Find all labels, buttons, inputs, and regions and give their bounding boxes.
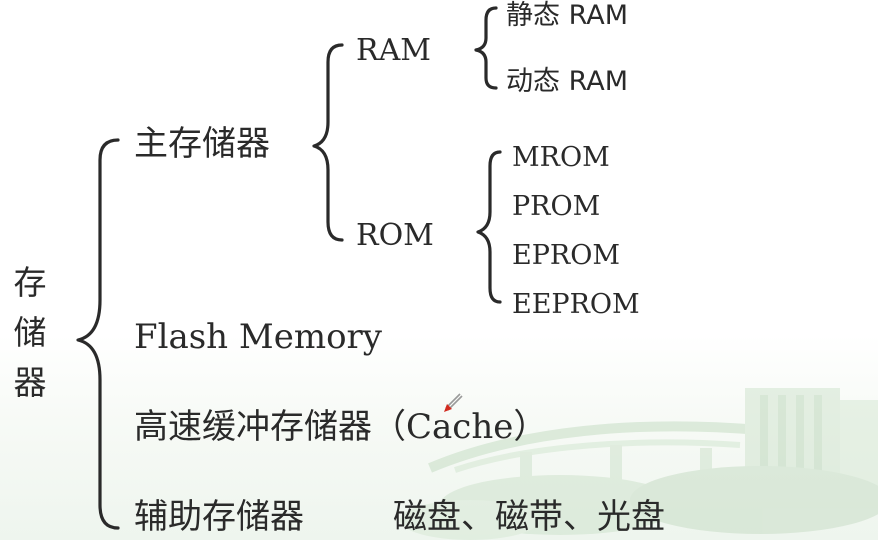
bracket-root — [76, 138, 120, 530]
node-storage: 存储器 — [13, 263, 47, 402]
node-cache: 高速缓冲存储器（Cache） — [134, 410, 547, 444]
node-eprom: EPROM — [512, 240, 620, 271]
node-cache-paren: （Cache） — [372, 407, 548, 447]
node-main-memory: 主存储器 — [134, 124, 270, 164]
node-mrom: MROM — [512, 142, 610, 173]
bracket-ram — [474, 6, 498, 90]
node-auxiliary-examples: 磁盘、磁带、光盘 — [393, 497, 665, 537]
node-dynamic-ram: 动态 RAM — [506, 66, 629, 97]
node-cache-label: 高速缓冲存储器 — [134, 407, 372, 447]
node-prom: PROM — [512, 191, 601, 222]
node-static-ram: 静态 RAM — [506, 0, 629, 31]
pointer-arrow-icon — [444, 393, 463, 412]
bracket-rom — [476, 150, 502, 304]
node-rom: ROM — [356, 218, 434, 253]
node-auxiliary: 辅助存储器 — [134, 497, 304, 537]
node-flash-memory: Flash Memory — [134, 317, 382, 357]
node-eeprom: EEPROM — [512, 289, 640, 320]
bracket-main-memory — [312, 43, 344, 242]
node-ram: RAM — [356, 33, 431, 68]
